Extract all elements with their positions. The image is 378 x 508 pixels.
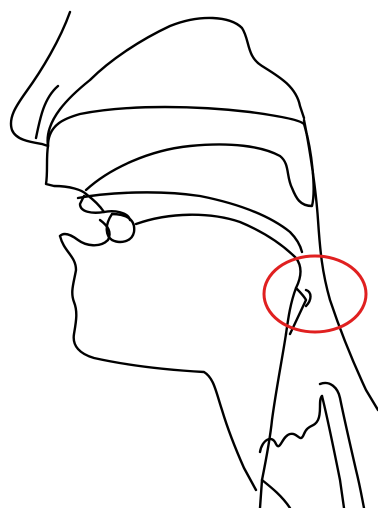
trachea-inner-line	[322, 396, 344, 508]
lips	[60, 194, 110, 245]
nasal-cavity-upper	[48, 18, 304, 146]
posterior-pharyngeal-wall	[304, 120, 378, 410]
highlight-ellipse	[264, 256, 366, 332]
nasal-cavity-inner	[36, 86, 58, 138]
chin-jaw	[60, 236, 256, 490]
larynx-lower-line	[262, 480, 290, 508]
lower-teeth	[107, 214, 134, 242]
face-profile-outline	[11, 12, 86, 194]
tongue-dorsum	[136, 215, 301, 334]
hard-palate	[78, 192, 302, 252]
epiglottis-tip	[306, 290, 311, 306]
nasal-floor	[48, 107, 304, 146]
